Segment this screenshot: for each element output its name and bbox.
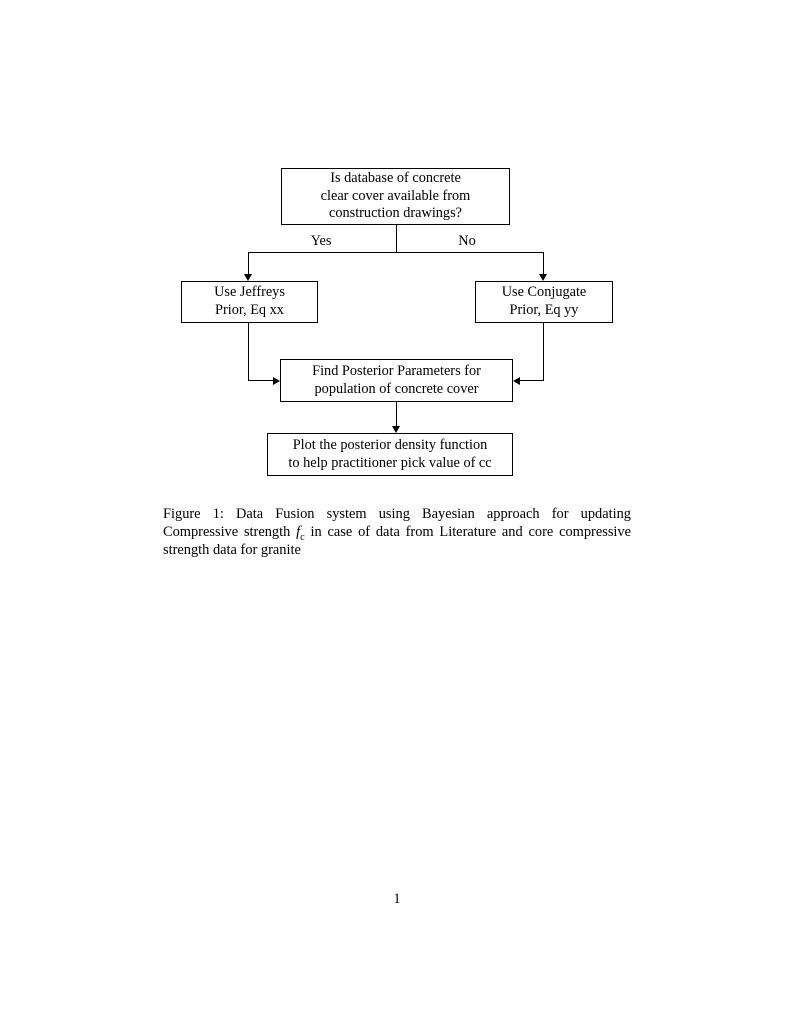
caption-fc-subscript: c [300,531,305,543]
caption-fc-symbol: f [296,524,301,541]
flowchart-node-jeffreys-prior: Use Jeffreys Prior, Eq xx [181,281,318,323]
node-text-line: construction drawings? [328,205,462,222]
edge-label-yes: Yes [310,233,332,249]
node-text-line: Use Jeffreys [214,284,285,301]
node-text-line: clear cover available from [320,187,471,204]
node-text-line: Plot the posterior density function [292,436,488,453]
page-number: 1 [393,891,401,907]
flowchart-node-plot-density: Plot the posterior density function to h… [267,433,513,476]
flowchart-node-decision: Is database of concrete clear cover avai… [281,168,510,225]
connector-conjugate-horizontal [518,380,544,381]
node-text-line: population of concrete cover [314,380,479,397]
node-text-line: Find Posterior Parameters for [312,362,481,379]
arrowhead-into-posterior-left [273,377,280,385]
node-text-line: Prior, Eq yy [509,302,579,318]
figure-caption: Figure 1: Data Fusion system using Bayes… [163,506,631,559]
connector-jeffreys-horizontal [248,380,275,381]
arrowhead-into-conjugate [539,274,547,281]
connector-yes-drop [248,253,249,275]
connector-posterior-drop [396,402,397,427]
connector-branch-split [248,252,544,253]
connector-jeffreys-drop [248,323,249,381]
caption-text-after: in case of data from Literature and core… [163,524,631,558]
flowchart-node-conjugate-prior: Use Conjugate Prior, Eq yy [475,281,613,323]
arrowhead-into-posterior-right [513,377,520,385]
caption-text-before: Figure 1: Data Fusion system using Bayes… [163,506,631,541]
connector-conjugate-drop [543,323,544,381]
flowchart-node-posterior-parameters: Find Posterior Parameters for population… [280,359,513,402]
connector-decision-stem [396,225,397,253]
arrowhead-into-plot [392,426,400,433]
node-text-line: Prior, Eq xx [215,302,284,318]
edge-label-no: No [458,233,476,249]
node-text-line: Use Conjugate [501,284,587,301]
node-text-line: Is database of concrete [330,170,461,187]
arrowhead-into-jeffreys [244,274,252,281]
node-text-line: to help practitioner pick value of cc [288,454,492,471]
connector-no-drop [543,253,544,275]
